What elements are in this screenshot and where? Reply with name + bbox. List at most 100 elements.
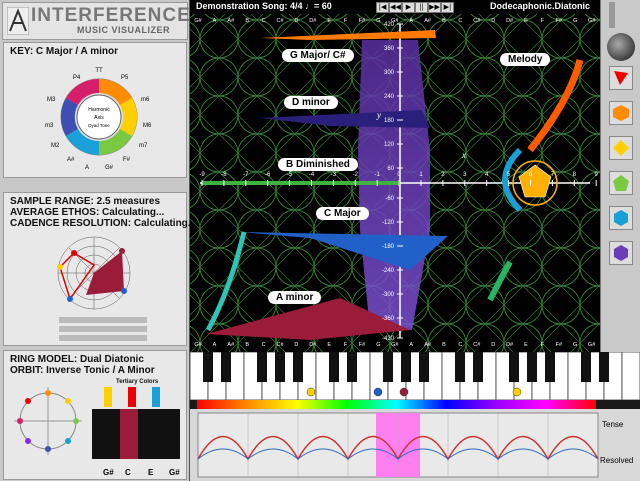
piano-black-key[interactable] — [347, 352, 357, 382]
note-row-label: A# — [424, 18, 432, 24]
x-tick-label: 9 — [595, 172, 599, 178]
wheel-label-m7: m7 — [139, 143, 148, 149]
piano-black-key[interactable] — [383, 352, 393, 382]
y-tick-label: 360 — [384, 46, 395, 52]
top-bar: Demonstration Song: 4/4 ♩= 60 |◀ ◀◀ ▶ ||… — [190, 0, 600, 14]
octahedron-button[interactable] — [609, 136, 633, 160]
note-row-label: A — [213, 18, 217, 24]
wheel-label-m6: m6 — [141, 97, 150, 103]
note-row-label: F# — [556, 342, 563, 348]
rewind-start-button[interactable]: |◀ — [376, 2, 389, 13]
sphere-button[interactable] — [607, 33, 635, 61]
icosahedron-button[interactable] — [609, 206, 633, 230]
note-row-label: D# — [506, 18, 514, 24]
x-tick-label: 7 — [551, 172, 555, 178]
x-tick-label: -3 — [331, 172, 337, 178]
piano-black-key[interactable] — [581, 352, 591, 382]
dodecahedron-button[interactable] — [609, 171, 633, 195]
note-row-label: C — [458, 342, 462, 348]
chord-label-a-minor[interactable]: A minor — [268, 291, 322, 304]
star-polyhedron-icon — [614, 245, 628, 261]
x-tick-label: -8 — [221, 172, 227, 178]
play-button[interactable]: ▶ — [402, 2, 415, 13]
piano-black-key[interactable] — [599, 352, 609, 382]
piano-black-key[interactable] — [221, 352, 231, 382]
note-row-label: F# — [359, 18, 366, 24]
rewind-button[interactable]: ◀◀ — [389, 2, 402, 13]
x-tick-label: -9 — [199, 172, 205, 178]
chord-label-b-diminished[interactable]: B Diminished — [278, 158, 358, 171]
active-note-marker — [399, 387, 409, 397]
spectrum-bar — [197, 400, 596, 409]
ring-panel: RING MODEL: Dual Diatonic ORBIT: Inverse… — [3, 350, 187, 480]
chord-label-g-major[interactable]: G Major/ C# — [282, 49, 354, 62]
wheel-label-a-sharp: A# — [67, 157, 75, 163]
piano-black-key[interactable] — [419, 352, 429, 382]
tension-graph-panel: Tense Resolved — [190, 409, 640, 481]
chord-label-d-minor[interactable]: D minor — [284, 96, 338, 109]
piano-black-key[interactable] — [545, 352, 555, 382]
fast-forward-button[interactable]: ▶▶ — [428, 2, 441, 13]
note-row-label: A# — [424, 342, 432, 348]
y-tick-label: -240 — [382, 268, 395, 274]
note-row-label: F — [344, 342, 348, 348]
ring-model-label: RING MODEL: Dual Diatonic — [10, 354, 144, 365]
note-row-label: F# — [556, 18, 563, 24]
piano-black-key[interactable] — [473, 352, 483, 382]
sidebar-scroll-handle[interactable] — [609, 2, 615, 28]
piano-black-key[interactable] — [509, 352, 519, 382]
curve-blue-arc — [502, 147, 523, 213]
pause-button[interactable]: || — [415, 2, 428, 13]
note-row-label: E — [524, 342, 528, 348]
note-row-label: F — [541, 18, 545, 24]
tertiary-staff — [92, 387, 180, 459]
tetrahedron-icon — [614, 71, 628, 85]
note-row-label: E — [524, 18, 528, 24]
note-row-label: D# — [506, 342, 514, 348]
skip-end-button[interactable]: ▶| — [441, 2, 454, 13]
piano-black-key[interactable] — [455, 352, 465, 382]
note-row-label: C — [262, 342, 266, 348]
chord-label-melody[interactable]: Melody — [500, 53, 551, 66]
x-tick-label: -6 — [265, 172, 271, 178]
note-row-label: D — [294, 18, 298, 24]
cube-button[interactable] — [609, 101, 633, 125]
note-row-label: C# — [473, 18, 481, 24]
piano-black-key[interactable] — [527, 352, 537, 382]
piano-black-key[interactable] — [329, 352, 339, 382]
curve-left-lower — [205, 231, 247, 332]
star-polyhedron-button[interactable] — [609, 241, 633, 265]
dodecahedron-icon — [613, 175, 629, 191]
note-row-label: B — [442, 18, 446, 24]
wheel-label-a: A — [85, 165, 89, 171]
piano-keyboard[interactable] — [189, 351, 640, 401]
piano-black-key[interactable] — [401, 352, 411, 382]
x-tick-label: 6 — [529, 172, 533, 178]
piano-black-key[interactable] — [257, 352, 267, 382]
cube-icon — [613, 105, 629, 121]
tetrahedron-button[interactable] — [609, 66, 633, 90]
harmonic-wheel: Harmonic Axis Dyad Tone TT P4 P5 M3 m6 m… — [45, 68, 152, 171]
note-row-label: A# — [227, 18, 235, 24]
chord-label-c-major[interactable]: C Major — [316, 207, 369, 220]
x-tick-label: -7 — [243, 172, 249, 178]
piano-black-key[interactable] — [275, 352, 285, 382]
chord-shape-d-minor — [260, 110, 430, 128]
app-subtitle: MUSIC VISUALIZER — [77, 25, 171, 35]
x-tick-label: 8 — [573, 172, 577, 178]
wheel-label-p4: P4 — [73, 75, 81, 81]
x-tick-label: -5 — [287, 172, 293, 178]
y-tick-label: -180 — [382, 244, 395, 250]
note-row-label: C# — [276, 18, 284, 24]
note-row-label: D — [491, 18, 495, 24]
piano-black-key[interactable] — [293, 352, 303, 382]
note-row-label: F — [541, 342, 545, 348]
piano-white-key[interactable] — [621, 351, 640, 401]
piano-black-key[interactable] — [203, 352, 213, 382]
